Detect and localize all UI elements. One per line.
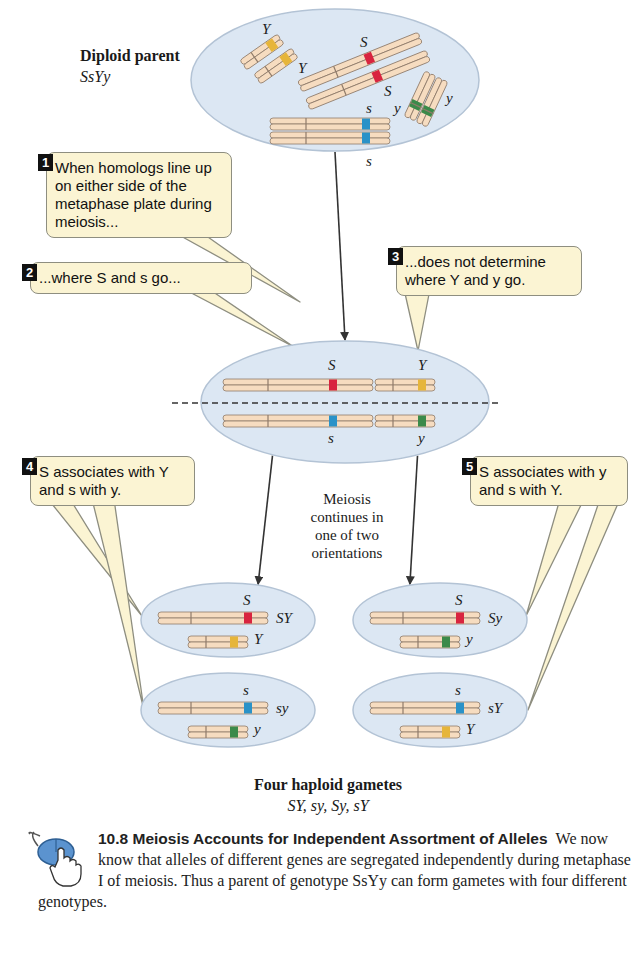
chromosome — [254, 48, 299, 84]
gamete-heading: Four haploid gametes — [170, 776, 486, 794]
callout-text: ...does not determine where Y and y go. — [405, 253, 573, 289]
flow-arrow — [258, 456, 272, 585]
gamete-list: SY, sy, Sy, sY — [170, 797, 486, 815]
icon-spacer — [38, 828, 98, 878]
figure-caption: 10.8 Meiosis Accounts for Independent As… — [38, 828, 632, 912]
allele-letter: y — [418, 430, 425, 447]
chromosome — [188, 636, 248, 648]
callout-bubble: S associates with Y and s with y. — [30, 456, 195, 506]
allele-letter: Y — [298, 60, 306, 77]
allele-letter: S — [243, 592, 251, 609]
cell: S Ys y — [200, 340, 490, 464]
callout-number: 5 — [462, 458, 477, 475]
allele-letter: S — [360, 34, 368, 51]
cell-outline — [190, 8, 480, 152]
chromosome — [223, 415, 373, 427]
callout-tail — [180, 287, 294, 347]
callout-number: 4 — [22, 458, 37, 475]
caption-title: 10.8 Meiosis Accounts for Independent As… — [98, 830, 548, 847]
allele-letter: SY — [276, 610, 292, 627]
chromosome — [158, 702, 268, 714]
chromosome — [400, 726, 460, 738]
cell: Diploid parentSsYyYYSSyyss — [190, 8, 480, 152]
allele-letter: s — [455, 682, 461, 699]
chromosome — [270, 118, 390, 130]
chromosome — [270, 132, 390, 144]
callout-text: S associates with y and s with Y. — [479, 463, 619, 499]
chromosome — [416, 77, 448, 127]
allele-letter: y — [466, 631, 473, 648]
callout-bubble: S associates with y and s with Y. — [470, 456, 628, 506]
mouse-icon — [29, 832, 81, 886]
allele-letter: s — [243, 682, 249, 699]
callout-text: S associates with Y and s with y. — [39, 463, 186, 499]
flow-arrow — [335, 152, 345, 340]
callout-bubble: When homologs line up on either side of … — [46, 152, 232, 238]
flow-arrow — [410, 456, 418, 585]
allele-letter: Sy — [488, 610, 502, 627]
allele-letter: s — [366, 153, 372, 170]
cell: sYsY — [352, 672, 528, 748]
allele-letter: Y — [418, 357, 426, 374]
chromosome — [375, 415, 435, 427]
allele-letter: s — [328, 430, 334, 447]
genotype-text: SsYy — [80, 68, 110, 86]
allele-letter: Y — [254, 631, 262, 648]
callout-number: 2 — [22, 264, 37, 281]
chromosome — [400, 636, 460, 648]
cell: SYSY — [140, 582, 316, 658]
allele-letter: Y — [466, 721, 474, 738]
callout-text: ...where S and s go... — [39, 269, 243, 287]
chromosome — [370, 702, 480, 714]
allele-letter: S — [328, 357, 336, 374]
chromosome — [223, 379, 373, 391]
chromosome — [188, 726, 248, 738]
allele-letter: S — [455, 592, 463, 609]
allele-letter: S — [384, 83, 392, 100]
callout-bubble: ...does not determine where Y and y go. — [396, 246, 582, 296]
allele-letter: Y — [262, 21, 270, 38]
metaphase-plate — [172, 402, 500, 403]
allele-letter: y — [446, 90, 453, 107]
allele-letter: sY — [488, 700, 502, 717]
callout-bubble: ...where S and s go... — [30, 262, 252, 294]
callout-text: When homologs line up on either side of … — [55, 159, 223, 231]
callout-number: 3 — [388, 248, 403, 265]
callout-tail — [92, 499, 144, 710]
chromosome — [370, 612, 480, 624]
callout-tail — [404, 289, 430, 351]
cell: sysy — [140, 672, 316, 748]
callout-tail — [528, 499, 620, 710]
callout-number: 1 — [38, 154, 53, 171]
cell: Sy Sy — [352, 582, 528, 658]
cell-outline — [140, 672, 316, 748]
step-note: Meiosis continues in one of two orientat… — [298, 490, 396, 562]
chromosome — [158, 612, 268, 624]
allele-letter: s — [366, 100, 372, 117]
cell-heading: Diploid parent — [80, 47, 180, 65]
chromosome — [375, 379, 435, 391]
allele-letter: sy — [276, 700, 289, 717]
allele-letter: y — [254, 721, 261, 738]
allele-letter: y — [394, 100, 401, 117]
cell-outline — [200, 340, 490, 464]
